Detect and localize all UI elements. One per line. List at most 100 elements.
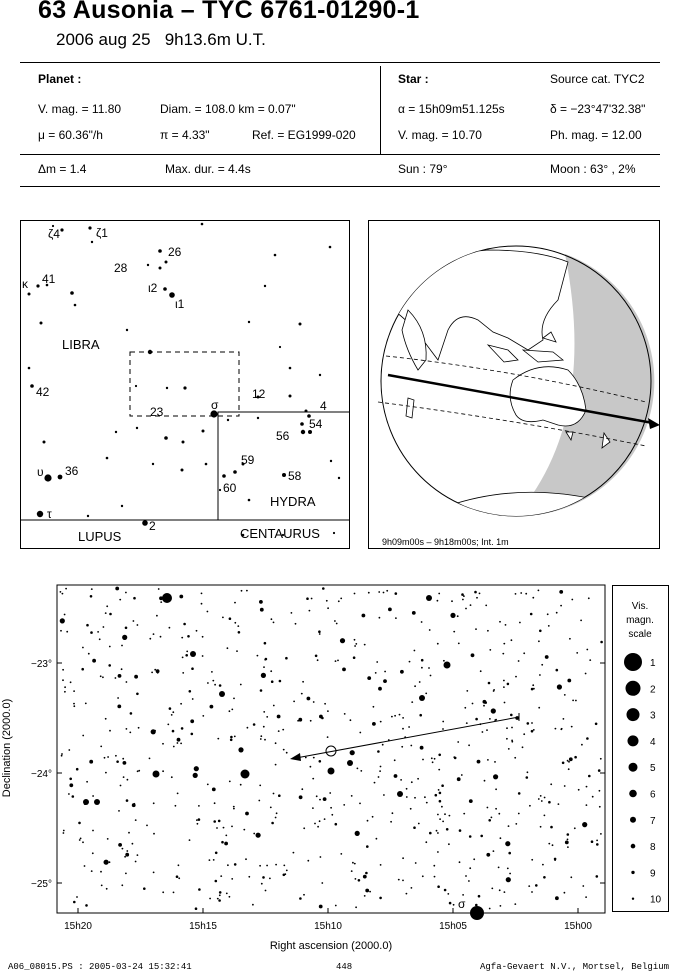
background-star — [464, 706, 467, 709]
magnitude-label: 1 — [650, 658, 656, 669]
background-star — [294, 622, 297, 625]
background-star — [133, 802, 136, 805]
background-star — [330, 806, 332, 809]
background-star — [538, 706, 541, 709]
star-right-ascension: α = 15h09m51.125s — [398, 102, 505, 116]
planet-parallax: π = 4.33" — [160, 128, 210, 142]
background-star — [183, 622, 186, 626]
background-star — [334, 822, 338, 826]
finder-star-label: 41 — [42, 272, 56, 286]
background-star — [225, 892, 228, 895]
background-star — [146, 824, 148, 827]
background-star — [567, 846, 569, 848]
background-star — [263, 666, 265, 668]
y-tick-label: −25° — [31, 879, 52, 890]
background-star — [312, 756, 315, 759]
background-star — [83, 865, 86, 867]
background-star — [282, 728, 285, 731]
background-star — [117, 697, 119, 699]
background-star — [274, 763, 277, 766]
background-star — [505, 877, 511, 883]
background-star — [428, 667, 430, 669]
background-star — [590, 840, 594, 843]
background-star — [582, 885, 585, 887]
background-star — [510, 639, 513, 642]
background-star — [275, 863, 277, 866]
background-star — [100, 870, 102, 873]
background-star — [517, 812, 520, 815]
background-star — [198, 888, 201, 891]
background-star — [64, 690, 66, 693]
background-star — [259, 689, 263, 692]
background-star — [585, 785, 588, 788]
background-star — [475, 628, 477, 630]
magnitude-dot — [624, 653, 642, 671]
background-star — [463, 595, 465, 597]
background-star — [214, 879, 218, 883]
x-tick-label: 15h05 — [439, 921, 467, 932]
background-star — [303, 827, 306, 830]
background-star — [463, 812, 466, 815]
background-star — [121, 847, 124, 850]
background-star — [272, 621, 275, 624]
background-star — [576, 652, 579, 654]
background-star — [483, 779, 486, 782]
background-star — [568, 760, 570, 763]
background-star — [269, 877, 271, 880]
background-star — [390, 820, 392, 823]
background-star — [372, 722, 376, 726]
background-star — [505, 841, 511, 847]
background-star — [102, 626, 105, 628]
background-star — [318, 760, 322, 763]
background-star — [559, 590, 564, 594]
background-star — [580, 619, 582, 622]
globe-caption: 9h09m00s – 9h18m00s; Int. 1m — [382, 537, 509, 547]
star-heading: Star : — [398, 72, 429, 86]
sun-elongation: Sun : 79° — [398, 162, 448, 176]
background-star — [69, 783, 74, 788]
background-star — [262, 725, 265, 728]
magnitude-dot — [625, 680, 641, 696]
background-star — [574, 755, 577, 759]
background-star — [337, 659, 339, 662]
background-star — [507, 748, 510, 750]
background-star — [421, 666, 423, 669]
background-star — [436, 642, 439, 645]
background-star — [128, 831, 130, 834]
finder-star-label: υ — [37, 465, 44, 479]
background-star — [125, 591, 127, 594]
background-star — [521, 746, 524, 749]
background-star — [191, 698, 194, 700]
background-star — [316, 659, 319, 662]
background-star — [319, 714, 323, 719]
background-star — [104, 717, 107, 720]
background-star — [69, 681, 72, 684]
background-star — [271, 821, 274, 825]
background-star — [213, 802, 216, 805]
background-star — [312, 701, 315, 703]
magnitude-dot — [631, 870, 635, 875]
background-star — [419, 713, 423, 717]
background-star — [255, 832, 261, 838]
background-star — [469, 604, 472, 606]
background-star — [122, 634, 128, 640]
background-star — [425, 841, 428, 844]
background-star — [600, 833, 602, 835]
background-star — [233, 735, 236, 738]
background-star — [588, 774, 591, 778]
background-star — [539, 674, 541, 676]
background-star — [582, 822, 588, 828]
background-star — [334, 620, 336, 622]
background-star — [357, 879, 361, 882]
background-star — [397, 878, 400, 881]
background-star — [525, 776, 529, 779]
background-star — [252, 903, 254, 906]
background-star — [474, 590, 477, 594]
background-star — [229, 738, 233, 742]
background-star — [402, 879, 404, 882]
background-star — [493, 689, 495, 691]
finder-star-label: ζ4 — [48, 227, 60, 241]
background-star — [498, 812, 501, 815]
background-star — [589, 659, 592, 661]
background-star — [561, 761, 565, 765]
